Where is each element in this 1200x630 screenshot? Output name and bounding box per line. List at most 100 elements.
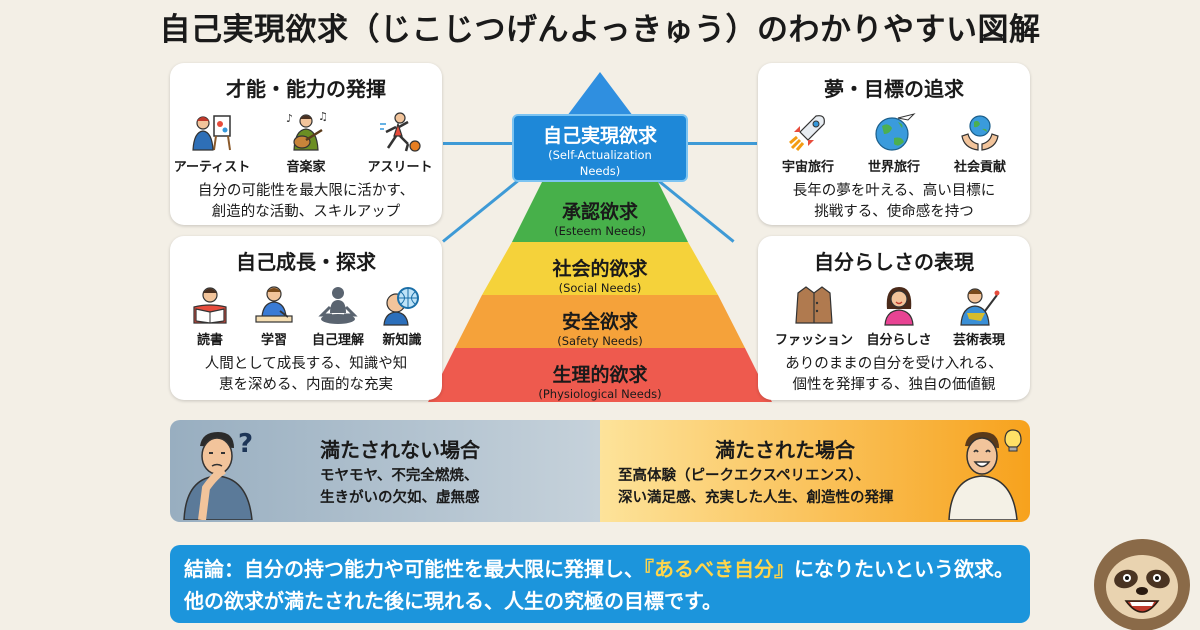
social-title: 社会的欲求 — [552, 258, 648, 280]
meditation-label: 自己理解 — [311, 333, 364, 348]
globe-icon — [875, 113, 916, 151]
conclusion-text-part1: 結論：自分の持つ能力や可能性を最大限に発揮し、 — [184, 557, 644, 581]
social-subtitle: (Social Needs) — [558, 281, 642, 295]
connector-line — [687, 142, 757, 145]
art-label: 芸術表現 — [952, 333, 1005, 348]
page-title: 自己実現欲求（じこじつげんよっきゅう）のわかりやすい図解 — [159, 12, 1041, 48]
conclusion-highlight: 『あるべき自分』 — [644, 557, 794, 581]
conclusion-text-part2: になりたいという欲求。他の欲求が満たされた後に現れる、人生の究極の目標です。 — [184, 557, 1014, 613]
met-title: 満たされた場合 — [715, 438, 855, 462]
talent-card: 才能・能力の発揮 アーティスト ♪♫ 音楽家 — [170, 63, 442, 225]
dream-desc-line2: 挑戦する、使命感を持つ — [814, 204, 974, 221]
happy-man-icon — [948, 429, 1022, 520]
hands-globe-label: 社会貢献 — [953, 160, 1006, 175]
meditation-item: 自己理解 — [307, 283, 369, 348]
pyramid-level-esteem — [512, 182, 688, 242]
reading-item: 読書 — [179, 283, 241, 348]
self-expression-description: ありのままの自分を受け入れる、 個性を発揮する、独自の価値観 — [758, 354, 1030, 396]
rocket-label: 宇宙旅行 — [781, 160, 834, 175]
uniqueness-label: 自分らしさ — [866, 333, 932, 348]
musician-icon: ♪♫ — [286, 110, 328, 151]
artist-label: アーティスト — [173, 160, 251, 175]
study-icon — [255, 286, 293, 323]
safety-title: 安全欲求 — [561, 311, 638, 333]
connector-line — [443, 142, 513, 145]
dream-card-title: 夢・目標の追求 — [824, 77, 964, 101]
self-expression-desc-line1: ありのままの自分を受け入れる、 — [785, 356, 1003, 372]
talent-desc-line2: 創造的な活動、スキルアップ — [211, 204, 401, 221]
knowledge-item: 新知識 — [371, 283, 433, 348]
athlete-item: アスリート — [359, 110, 441, 175]
athlete-label: アスリート — [367, 160, 433, 175]
conclusion-box: 結論：自分の持つ能力や可能性を最大限に発揮し、『あるべき自分』になりたいという欲… — [170, 545, 1030, 623]
self-actualization-subtitle-line1: (Self-Actualization — [548, 148, 652, 162]
artist-icon — [192, 115, 231, 151]
talent-icons: アーティスト ♪♫ 音楽家 — [170, 110, 442, 175]
art-item: 芸術表現 — [940, 283, 1018, 348]
pyramid-apex — [567, 72, 633, 116]
met-panel: 満たされた場合 至高体験（ピークエクスペリエンス）、 深い満足感、充実した人生、… — [600, 420, 1030, 522]
esteem-subtitle: (Esteem Needs) — [554, 224, 646, 238]
rocket-item: 宇宙旅行 — [767, 110, 849, 175]
growth-desc-line2: 恵を深める、内面的な充実 — [219, 377, 393, 394]
growth-icons: 読書 学習 自己理解 — [170, 283, 442, 348]
met-description: 至高体験（ピークエクスペリエンス）、 深い満足感、充実した人生、創造性の発揮 — [618, 466, 894, 510]
dream-desc-line1: 長年の夢を叶える、高い目標に — [792, 183, 996, 199]
unmet-panel: ? 満たされない場合 モヤモヤ、不完全燃焼、 生きがいの欠如、虚無感 — [170, 420, 600, 522]
safety-label: 安全欲求 (Safety Needs) — [425, 307, 775, 348]
sloth-mascot-icon — [1094, 539, 1190, 630]
pyramid-shape — [428, 72, 772, 402]
self-expression-card-title: 自分らしさの表現 — [814, 250, 974, 274]
self-expression-icons: ファッション 自分らしさ 芸術表現 — [758, 283, 1030, 348]
unmet-title: 満たされない場合 — [320, 438, 480, 462]
social-label: 社会的欲求 (Social Needs) — [425, 254, 775, 295]
knowledge-label: 新知識 — [382, 333, 422, 348]
fashion-item: ファッション — [770, 283, 858, 348]
talent-description: 自分の可能性を最大限に活かす、 創造的な活動、スキルアップ — [170, 181, 442, 223]
growth-desc-line1: 人間として成長する、知識や知 — [204, 356, 408, 372]
unmet-description: モヤモヤ、不完全燃焼、 生きがいの欠如、虚無感 — [320, 466, 480, 510]
globe-label: 世界旅行 — [867, 160, 920, 175]
self-actualization-subtitle-line2: Needs) — [579, 163, 621, 178]
pyramid-level-safety — [455, 295, 745, 348]
physiological-subtitle: (Physiological Needs) — [538, 387, 662, 401]
svg-text:♪: ♪ — [286, 112, 293, 125]
artist-item: アーティスト — [171, 110, 253, 175]
dream-description: 長年の夢を叶える、高い目標に 挑戦する、使命感を持つ — [758, 181, 1030, 223]
reading-icon — [193, 287, 227, 324]
physiological-label: 生理的欲求 (Physiological Needs) — [425, 360, 775, 401]
woman-icon — [884, 287, 914, 326]
reading-label: 読書 — [196, 333, 223, 348]
esteem-title: 承認欲求 — [561, 201, 638, 223]
rocket-icon — [789, 115, 825, 151]
knowledge-icon — [383, 287, 419, 326]
study-label: 学習 — [260, 333, 287, 348]
talent-card-title: 才能・能力の発揮 — [226, 77, 386, 101]
pyramid-level-social — [482, 242, 718, 295]
unmet-desc-line1: モヤモヤ、不完全燃焼、 — [320, 468, 479, 484]
dream-icons: 宇宙旅行 世界旅行 社会貢献 — [758, 110, 1030, 175]
hands-globe-icon — [961, 115, 999, 151]
self-expression-desc-line2: 個性を発揮する、独自の価値観 — [792, 377, 996, 394]
svg-text:♫: ♫ — [318, 110, 328, 123]
hands-globe-item: 社会貢献 — [939, 110, 1021, 175]
confused-man-icon: ? — [183, 429, 253, 520]
unmet-desc-line2: 生きがいの欠如、虚無感 — [320, 489, 480, 506]
musician-label: 音楽家 — [286, 160, 326, 175]
needs-pyramid: 承認欲求 (Esteem Needs) 社会的欲求 (Social Needs)… — [425, 70, 775, 405]
globe-item: 世界旅行 — [853, 110, 935, 175]
self-actualization-box: 自己実現欲求 (Self-Actualization Needs) — [512, 114, 688, 182]
fashion-label: ファッション — [774, 333, 853, 348]
comparison-panel: ? 満たされない場合 モヤモヤ、不完全燃焼、 生きがいの欠如、虚無感 満たされた… — [170, 420, 1030, 522]
study-item: 学習 — [243, 283, 305, 348]
coat-icon — [795, 286, 833, 324]
esteem-label: 承認欲求 (Esteem Needs) — [425, 197, 775, 238]
painter-icon — [960, 288, 1000, 326]
self-expression-card: 自分らしさの表現 ファッション 自分らしさ — [758, 236, 1030, 400]
growth-card-title: 自己成長・探求 — [236, 250, 376, 274]
physiological-title: 生理的欲求 — [552, 364, 648, 386]
safety-subtitle: (Safety Needs) — [557, 334, 643, 348]
athlete-icon — [380, 112, 421, 152]
dream-card: 夢・目標の追求 宇宙旅行 世界旅行 — [758, 63, 1030, 225]
musician-item: ♪♫ 音楽家 — [265, 110, 347, 175]
